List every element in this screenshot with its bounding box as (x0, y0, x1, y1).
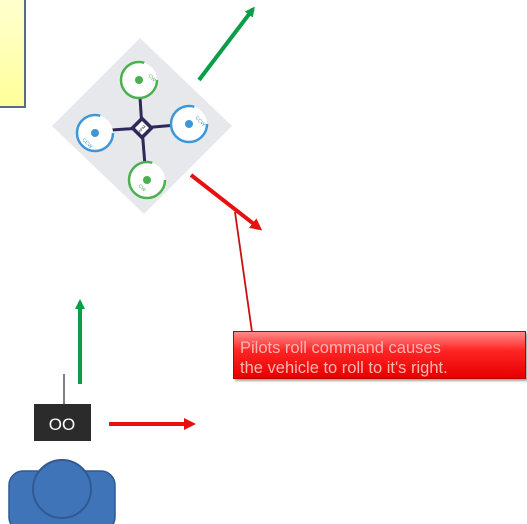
forward-arrow-drone (197, 6, 255, 82)
note-box (0, 0, 26, 108)
rotor-top-hub (135, 76, 143, 84)
rotor-top-label: CW (147, 73, 157, 83)
flight-controller: APM (130, 116, 154, 140)
transmitter-body (34, 404, 91, 441)
roll-callout-line-2: the vehicle to roll to it's right. (240, 359, 448, 377)
transmitter-sticks: OO (49, 415, 75, 434)
rotor-bottom: CW (127, 160, 167, 200)
transmitter: OO (34, 374, 91, 441)
rotor-right-hub (185, 120, 193, 128)
roll-callout: Pilots roll command causes the vehicle t… (233, 331, 526, 379)
flight-controller-label: APM (137, 124, 147, 134)
rotor-bottom-label: CW (137, 183, 147, 193)
rotor-left-hub (91, 129, 99, 137)
rotor-top: CW (119, 60, 159, 100)
pilot (8, 459, 116, 524)
rotor-left: CCW (75, 113, 115, 153)
callout-pointer (234, 211, 253, 333)
rotor-bottom-hub (143, 176, 151, 184)
rotor-right: CCW (169, 104, 209, 144)
pilot-head (32, 459, 92, 519)
roll-callout-text: Pilots roll command causes the vehicle t… (240, 338, 525, 378)
roll-arrow-drone (189, 173, 263, 231)
roll-callout-line-1: Pilots roll command causes (240, 339, 441, 357)
